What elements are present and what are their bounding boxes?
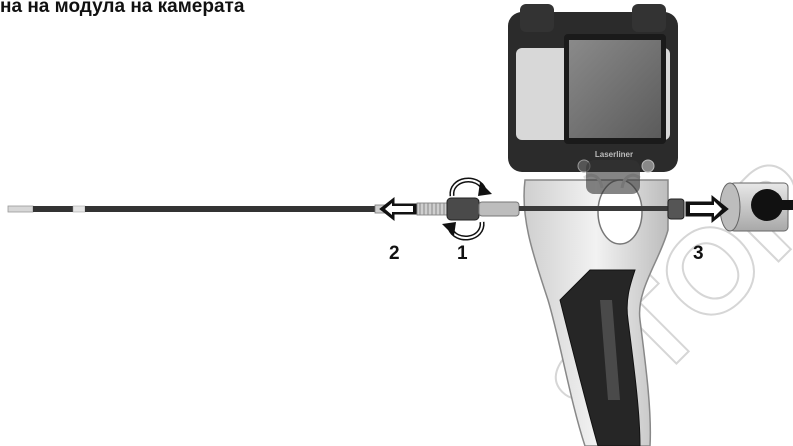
page-title: на на модула на камерата: [0, 0, 245, 17]
probe-cable: [7, 197, 520, 221]
monitor-unit: Laserliner: [508, 4, 678, 194]
cable-connector: [446, 197, 480, 221]
brand-logo: Laserliner: [595, 150, 633, 159]
callout-2: 2: [389, 243, 400, 264]
arrow-left-icon: [379, 196, 417, 222]
probe-tip: [7, 205, 34, 213]
rotate-arrows-icon: [442, 177, 492, 241]
control-button-right: [641, 159, 655, 173]
arrow-right-icon: [685, 194, 729, 224]
camera-cap-assembly: [519, 182, 793, 232]
callout-1: 1: [457, 243, 468, 264]
device-handle: [523, 179, 669, 446]
camera-lens: [751, 189, 783, 221]
callout-3: 3: [693, 243, 704, 264]
monitor-screen: [569, 40, 661, 138]
